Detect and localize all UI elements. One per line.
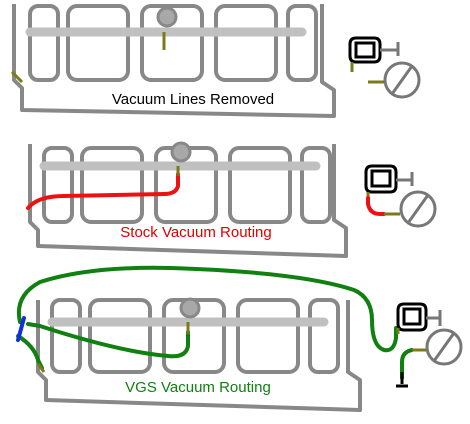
vacuum-valve-icon [364,164,398,198]
vgs-tee-connector [16,316,26,342]
intake-manifold-icon [12,4,336,118]
vgs-vacuum-line-upper [17,265,398,353]
vacuum-valve-icon [396,302,428,334]
vgs-vacuum-line-lower [26,322,190,359]
panel-stock-vacuum-routing: Stock Vacuum Routing [26,141,437,258]
stock-vacuum-line [26,172,180,210]
left-port [10,70,24,84]
vacuum-valve-icon [348,36,382,72]
throttle-body-icon [384,172,437,228]
caption-vgs: VGS Vacuum Routing [125,379,271,396]
caption-removed: Vacuum Lines Removed [112,91,274,108]
caption-stock: Stock Vacuum Routing [120,224,271,241]
vgs-valve-hose [400,348,414,380]
intake-manifold-icon [28,141,348,258]
throttle-body-icon [368,42,421,99]
panel-vgs-vacuum-routing: VGS Vacuum Routing [16,265,463,412]
throttle-body-icon [412,310,463,366]
stock-valve-hose [366,196,386,216]
vgs-port-hose [16,334,44,370]
panel-vacuum-lines-removed: Vacuum Lines Removed [10,4,421,118]
